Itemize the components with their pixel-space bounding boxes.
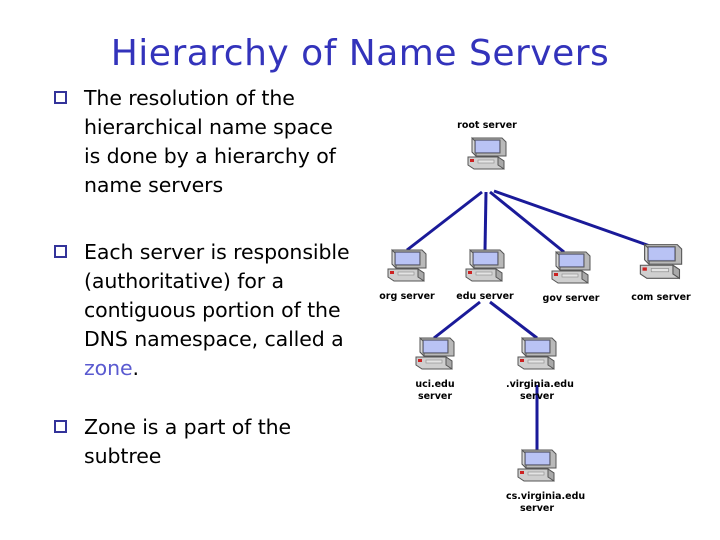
bullet-square-icon bbox=[54, 245, 67, 258]
node-cs-virginia-edu-server-label: cs.virginia.edu server bbox=[506, 491, 586, 514]
bullet-1-text: The resolution of the hierarchical name … bbox=[84, 86, 336, 197]
node-uci-edu-server[interactable]: uci.edu server bbox=[404, 334, 466, 402]
bullet-2-text: Each server is responsible (authoritativ… bbox=[84, 240, 350, 380]
bullet-square-icon bbox=[54, 420, 67, 433]
list-item: Each server is responsible (authoritativ… bbox=[52, 238, 352, 383]
bullet-square-icon bbox=[54, 91, 67, 104]
server-computer-icon bbox=[517, 336, 557, 370]
bullet-2-text-after: . bbox=[132, 356, 140, 380]
node-virginia-edu-server[interactable]: .virginia.edu server bbox=[506, 334, 574, 402]
edge-root-gov bbox=[489, 190, 565, 254]
node-org-server-label: org server bbox=[379, 291, 435, 302]
node-root-server[interactable]: root server bbox=[456, 120, 518, 178]
bullet-2-keyword-zone: zone bbox=[84, 356, 133, 380]
edge-root-com bbox=[493, 189, 651, 248]
node-cs-virginia-edu-server[interactable]: cs.virginia.edu server bbox=[506, 446, 586, 514]
bullet-2-text-before: Each server is responsible (authoritativ… bbox=[84, 240, 350, 351]
name-server-hierarchy-diagram: root server bbox=[352, 120, 720, 540]
node-com-server[interactable]: com server bbox=[628, 240, 694, 304]
node-uci-edu-server-label: uci.edu server bbox=[415, 379, 455, 402]
edge-root-org bbox=[406, 190, 483, 252]
server-computer-icon bbox=[387, 248, 427, 282]
server-computer-icon bbox=[639, 243, 683, 280]
node-gov-server-label: gov server bbox=[542, 293, 600, 304]
node-root-server-label: root server bbox=[457, 120, 517, 131]
server-computer-icon bbox=[517, 448, 557, 482]
server-computer-icon bbox=[551, 250, 591, 284]
list-item: The resolution of the hierarchical name … bbox=[52, 84, 352, 200]
list-item: Zone is a part of the subtree bbox=[52, 413, 352, 471]
node-edu-server[interactable]: edu server bbox=[454, 246, 516, 303]
bullet-3-text: Zone is a part of the subtree bbox=[84, 415, 292, 468]
server-computer-icon bbox=[465, 248, 505, 282]
node-com-server-label: com server bbox=[631, 292, 691, 303]
server-computer-icon bbox=[415, 336, 455, 370]
edge-edu-virginia bbox=[489, 300, 538, 340]
bullet-list: The resolution of the hierarchical name … bbox=[52, 84, 352, 493]
node-edu-server-label: edu server bbox=[456, 291, 514, 302]
server-computer-icon bbox=[467, 136, 507, 170]
node-gov-server[interactable]: gov server bbox=[540, 248, 602, 305]
page-title: Hierarchy of Name Servers bbox=[110, 33, 610, 74]
diagram-edges bbox=[406, 189, 651, 450]
edge-root-edu bbox=[483, 191, 488, 251]
node-virginia-edu-server-label: .virginia.edu server bbox=[506, 379, 574, 402]
edge-edu-uci bbox=[433, 300, 481, 340]
node-org-server[interactable]: org server bbox=[376, 246, 438, 303]
